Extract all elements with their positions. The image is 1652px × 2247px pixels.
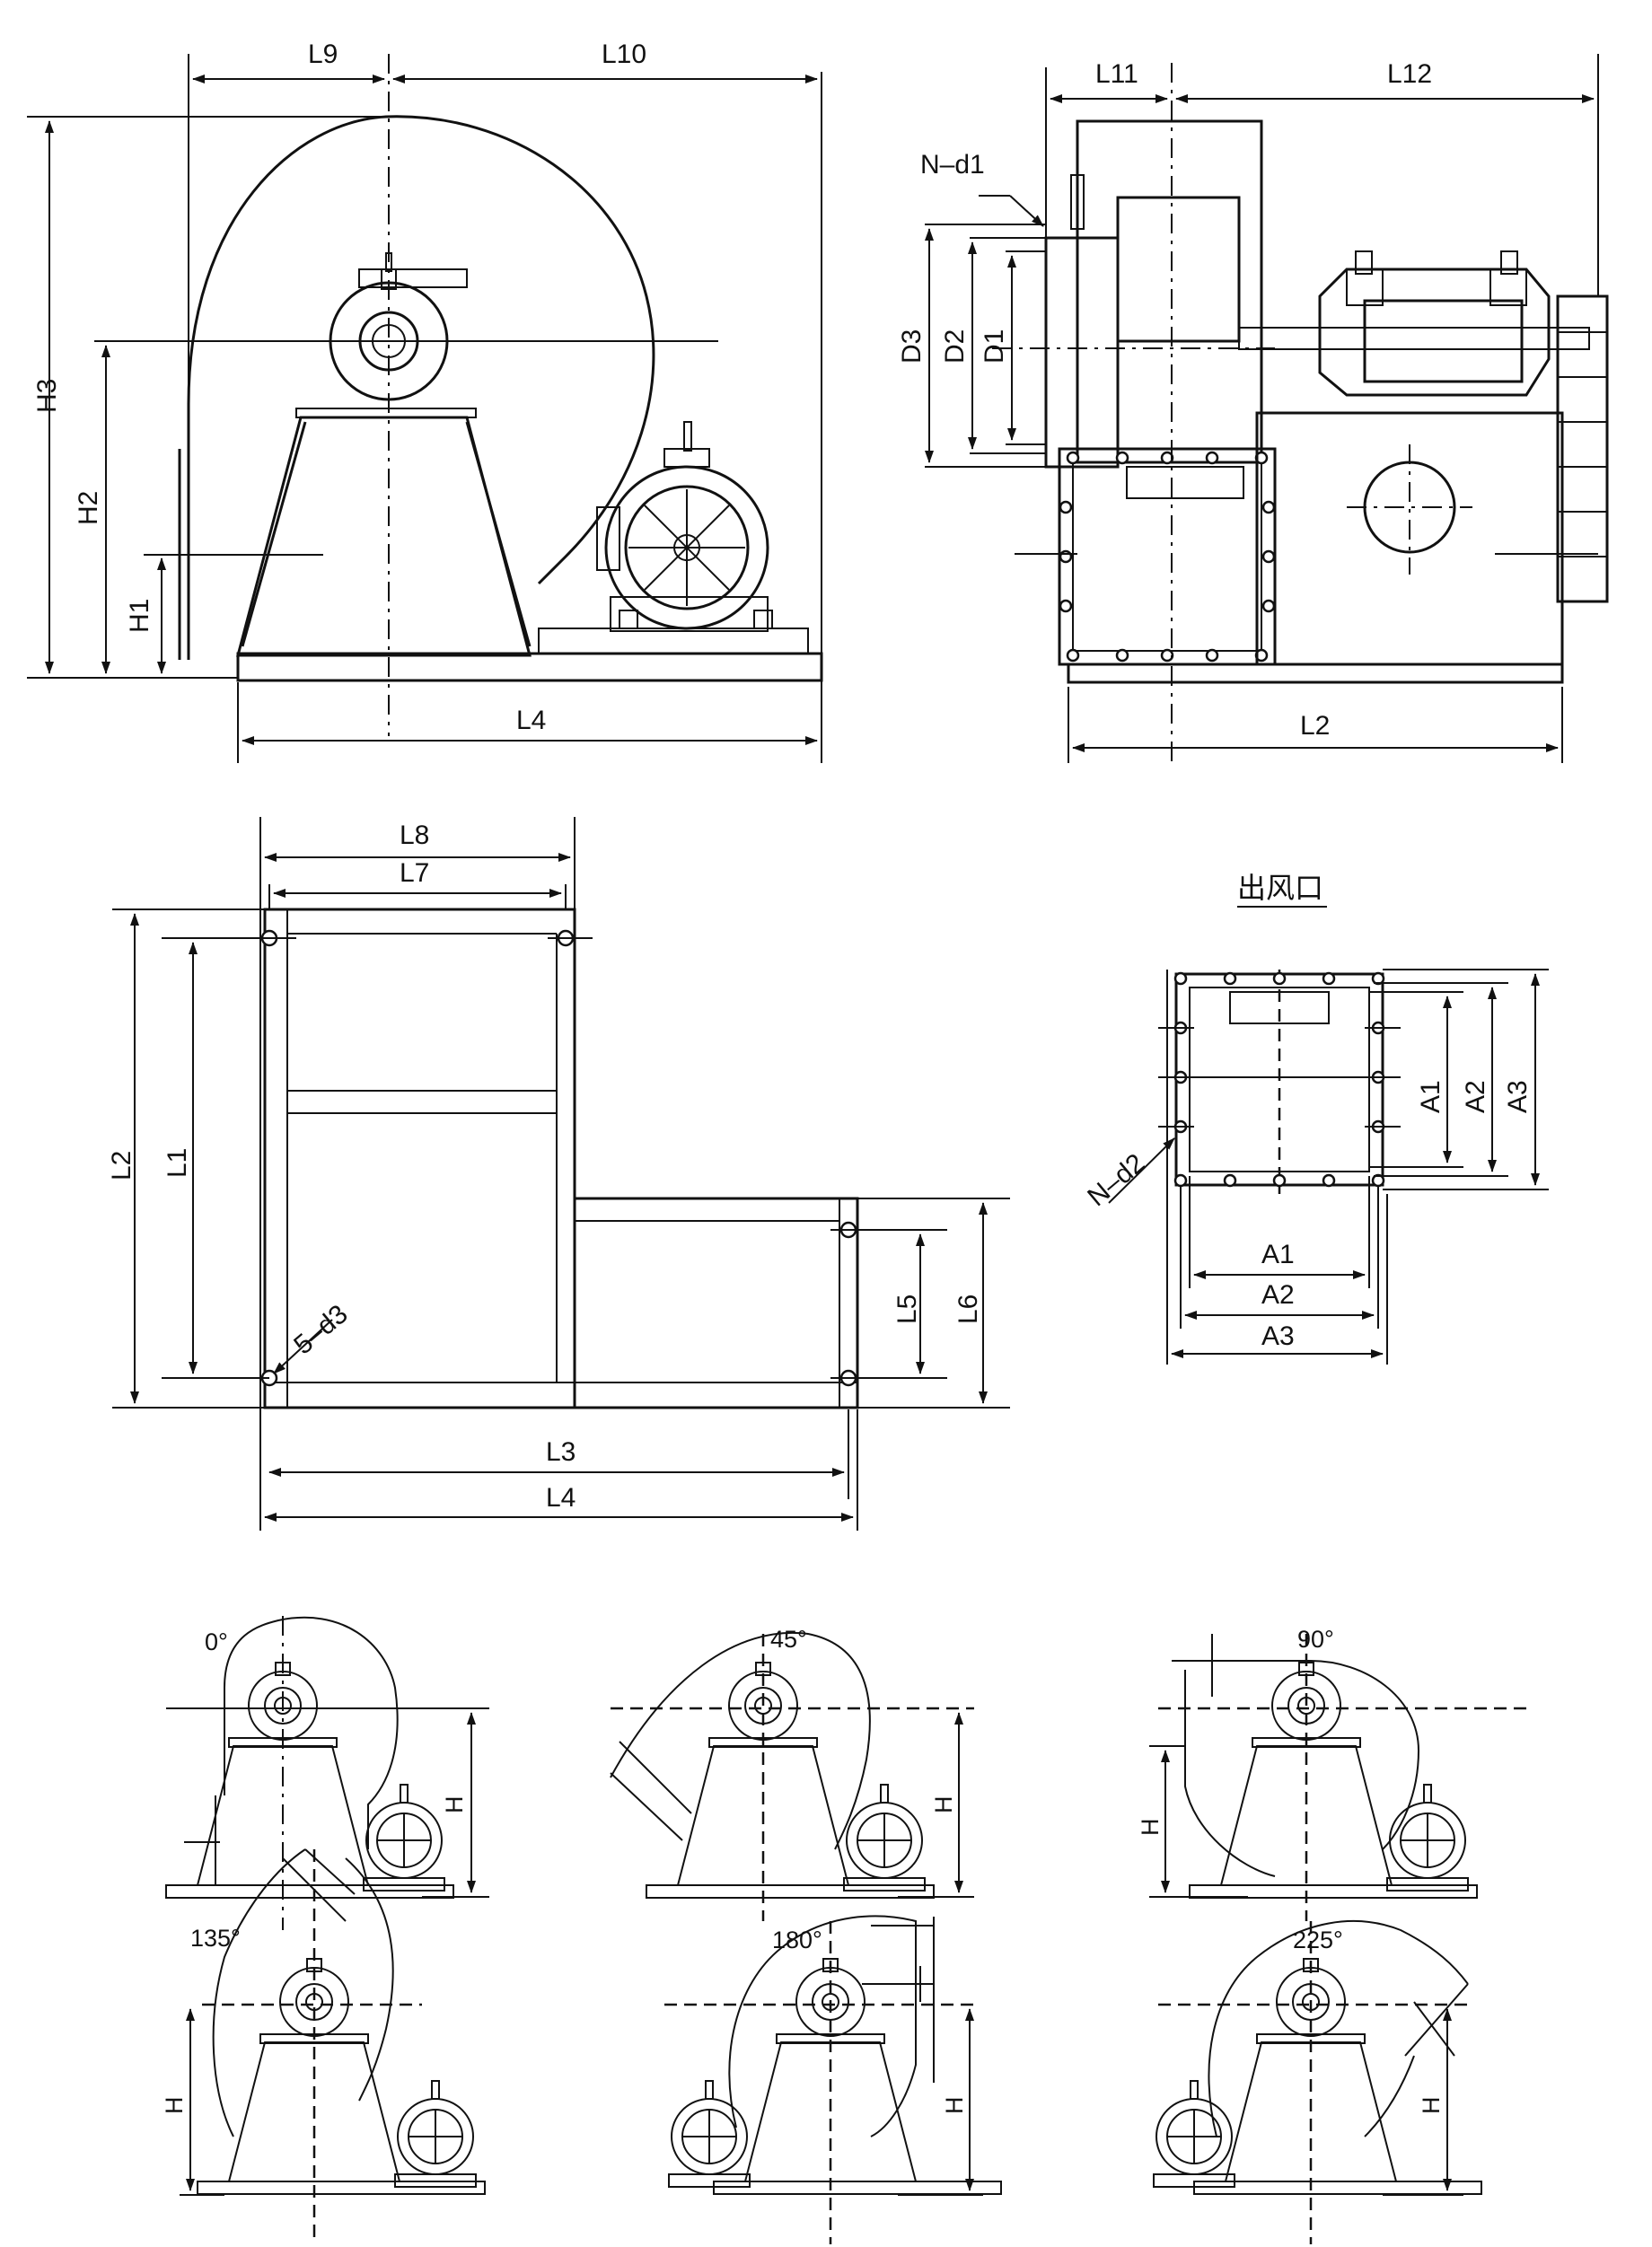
dim-label-h3: H3	[32, 379, 62, 413]
orientation-h-180: H	[941, 2097, 968, 2115]
bearing-housing	[295, 252, 477, 418]
inlet-flange	[1044, 236, 1120, 469]
orientation-view-45: 45° H	[610, 1626, 974, 1921]
side-view: L9 L10 H3 H2 H1 L4	[27, 39, 823, 763]
pedestal	[236, 416, 532, 657]
dim-label-d2: D2	[940, 329, 970, 364]
orientation-h-90: H	[1137, 1819, 1164, 1837]
dim-label-d3: D3	[897, 329, 927, 364]
dim-label-l4-plan: L4	[546, 1483, 576, 1513]
orientation-label-180: 180°	[772, 1927, 822, 1953]
dim-label-l10: L10	[602, 39, 646, 69]
dim-label-l2-plan: L2	[107, 1151, 136, 1181]
dim-label-h1: H1	[125, 599, 154, 633]
outlet-duct	[1076, 119, 1263, 464]
orientation-view-135: 135° H	[161, 1848, 486, 2240]
orientation-label-135: 135°	[190, 1925, 241, 1952]
dim-label-a1-bottom: A1	[1261, 1240, 1295, 1269]
base-frame	[236, 652, 823, 682]
dim-label-d1: D1	[980, 329, 1009, 364]
dim-label-h2: H2	[74, 491, 103, 525]
orientation-view-180: 180° H	[664, 1915, 1002, 2244]
orientation-h-135: H	[161, 2097, 188, 2115]
dim-label-a3: A3	[1503, 1080, 1533, 1113]
coupling	[1556, 294, 1609, 603]
dim-label-l8: L8	[400, 821, 429, 850]
dim-label-l1: L1	[163, 1148, 192, 1178]
dim-label-n-d2: N–d2	[1082, 1148, 1150, 1212]
orientation-label-225: 225°	[1293, 1927, 1343, 1953]
dim-label-a3-bottom: A3	[1261, 1321, 1295, 1351]
dim-label-a2: A2	[1461, 1080, 1490, 1113]
dim-label-l12: L12	[1387, 59, 1432, 89]
base-plan: L8 L7 L2 L1 5–d3 L5 L6 L3 L4	[107, 817, 1010, 1531]
base-motor-frame	[573, 1197, 859, 1409]
dim-label-l9: L9	[308, 39, 338, 69]
outlet-title: 出风口	[1237, 871, 1323, 905]
orientation-view-0: 0° H	[165, 1616, 489, 1930]
dim-label-a2-bottom: A2	[1261, 1280, 1295, 1310]
dim-label-l5: L5	[892, 1295, 922, 1324]
dim-label-a1: A1	[1416, 1080, 1446, 1113]
dim-label-l11: L11	[1095, 59, 1138, 89]
orientation-h-0: H	[441, 1796, 468, 1814]
orientation-h-45: H	[930, 1796, 957, 1814]
dim-label-l2-front: L2	[1300, 711, 1330, 741]
fan-casing-outline	[187, 115, 655, 660]
orientation-label-0: 0°	[205, 1628, 228, 1655]
orientation-label-45: 45°	[770, 1626, 807, 1653]
dim-label-l4: L4	[516, 706, 546, 735]
orientation-view-225: 225° H	[1153, 1920, 1482, 2244]
orientation-label-90: 90°	[1297, 1626, 1334, 1653]
dim-label-l7: L7	[400, 858, 429, 888]
orientation-h-225: H	[1418, 2097, 1445, 2115]
motor	[596, 421, 773, 632]
orientation-view-90: 90° H	[1137, 1626, 1526, 1921]
front-view: L11 L12 N–d1 D3 D2 D1 L2	[897, 54, 1609, 763]
dim-label-l3: L3	[546, 1437, 576, 1467]
dim-label-n-d1: N–d1	[920, 150, 985, 180]
dim-label-l6: L6	[953, 1295, 983, 1324]
bearing-block	[1318, 268, 1551, 397]
outlet-detail: 出风口	[1082, 871, 1549, 1365]
